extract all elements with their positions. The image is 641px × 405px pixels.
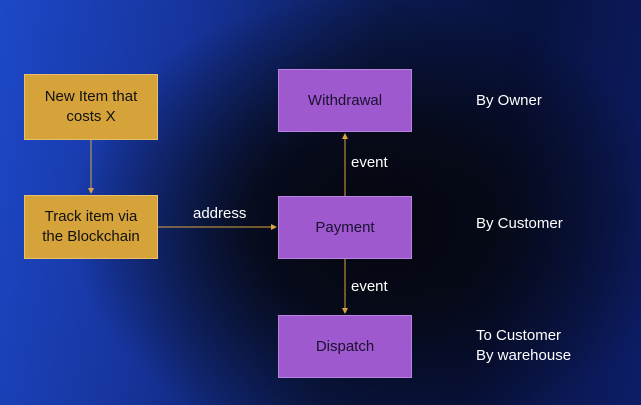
side-label-to-customer-by-warehouse: To Customer By warehouse [476,327,572,364]
side-label-by-owner: By Owner [476,92,542,109]
node-dispatch: Dispatch [278,315,412,378]
edge-label-event-down: event [351,278,388,295]
node-new-item: New Item that costs X [24,74,158,140]
edge-label-address: address [193,205,247,222]
node-track-item: Track item via the Blockchain [24,195,158,259]
node-payment: Payment [278,196,412,259]
node-withdrawal: Withdrawal [278,69,412,132]
edge-label-event-up: event [351,154,388,171]
side-label-by-customer: By Customer [476,215,563,232]
